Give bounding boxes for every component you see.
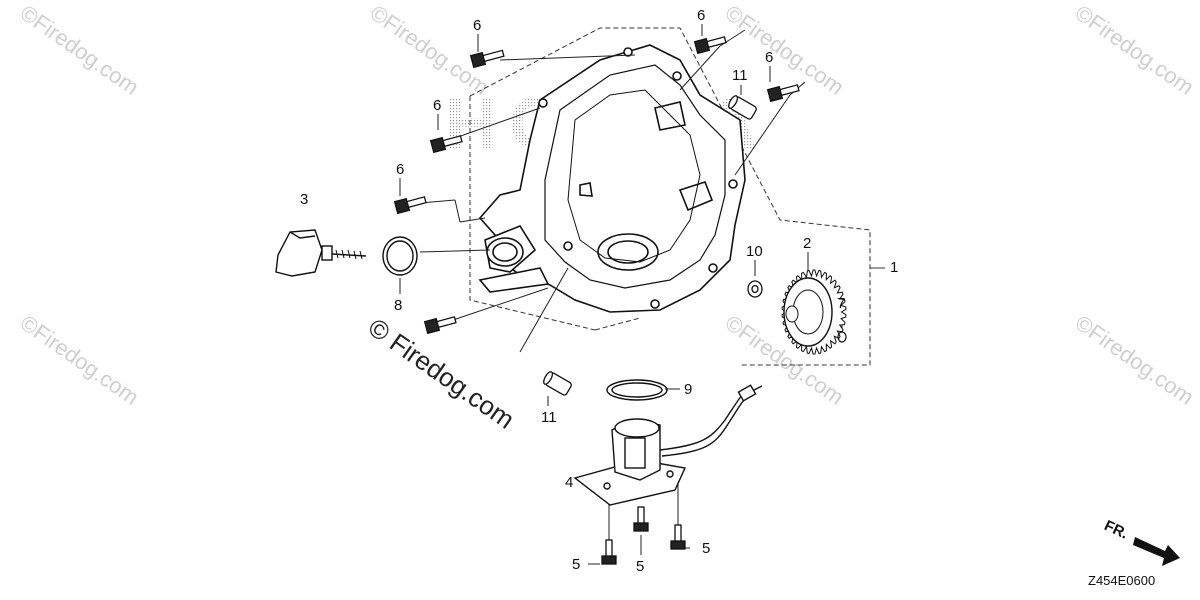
- callout-5: 5: [636, 558, 645, 575]
- oil-filler-cap: [275, 229, 367, 277]
- washer-10: [747, 280, 763, 298]
- bolt-group: [393, 36, 800, 335]
- callout-11: 11: [541, 409, 557, 426]
- callout-9: 9: [684, 381, 693, 398]
- callout-6: 6: [433, 97, 442, 114]
- dowel-pins: [543, 95, 757, 396]
- oil-level-switch: [573, 384, 763, 506]
- callout-3: 3: [300, 191, 309, 208]
- clip-7: [837, 331, 847, 343]
- callout-8: 8: [394, 297, 403, 314]
- governor-gear: [781, 269, 847, 355]
- bolt-5-group: [601, 506, 686, 565]
- callout-7: 7: [837, 295, 846, 312]
- leader-lines: [399, 24, 843, 565]
- front-direction-arrow: FR.: [1102, 517, 1180, 566]
- callout-6: 6: [765, 49, 774, 66]
- callout-11: 11: [732, 67, 748, 84]
- callout-10: 10: [746, 243, 763, 260]
- callout-6: 6: [473, 17, 482, 34]
- diagram-code: Z454E0600: [1088, 573, 1156, 588]
- callout-2: 2: [803, 235, 812, 252]
- assembly-outline: [469, 27, 885, 366]
- crankcase-cover: [478, 44, 746, 313]
- o-ring-8: [382, 236, 418, 276]
- callout-4: 4: [565, 474, 574, 491]
- callout-6: 6: [697, 7, 706, 24]
- callout-5: 5: [572, 556, 581, 573]
- callout-5: 5: [702, 540, 711, 557]
- svg-text:FR.: FR.: [1102, 517, 1131, 543]
- o-ring-9: [606, 379, 668, 401]
- callout-6: 6: [396, 161, 405, 178]
- callout-1: 1: [890, 259, 899, 276]
